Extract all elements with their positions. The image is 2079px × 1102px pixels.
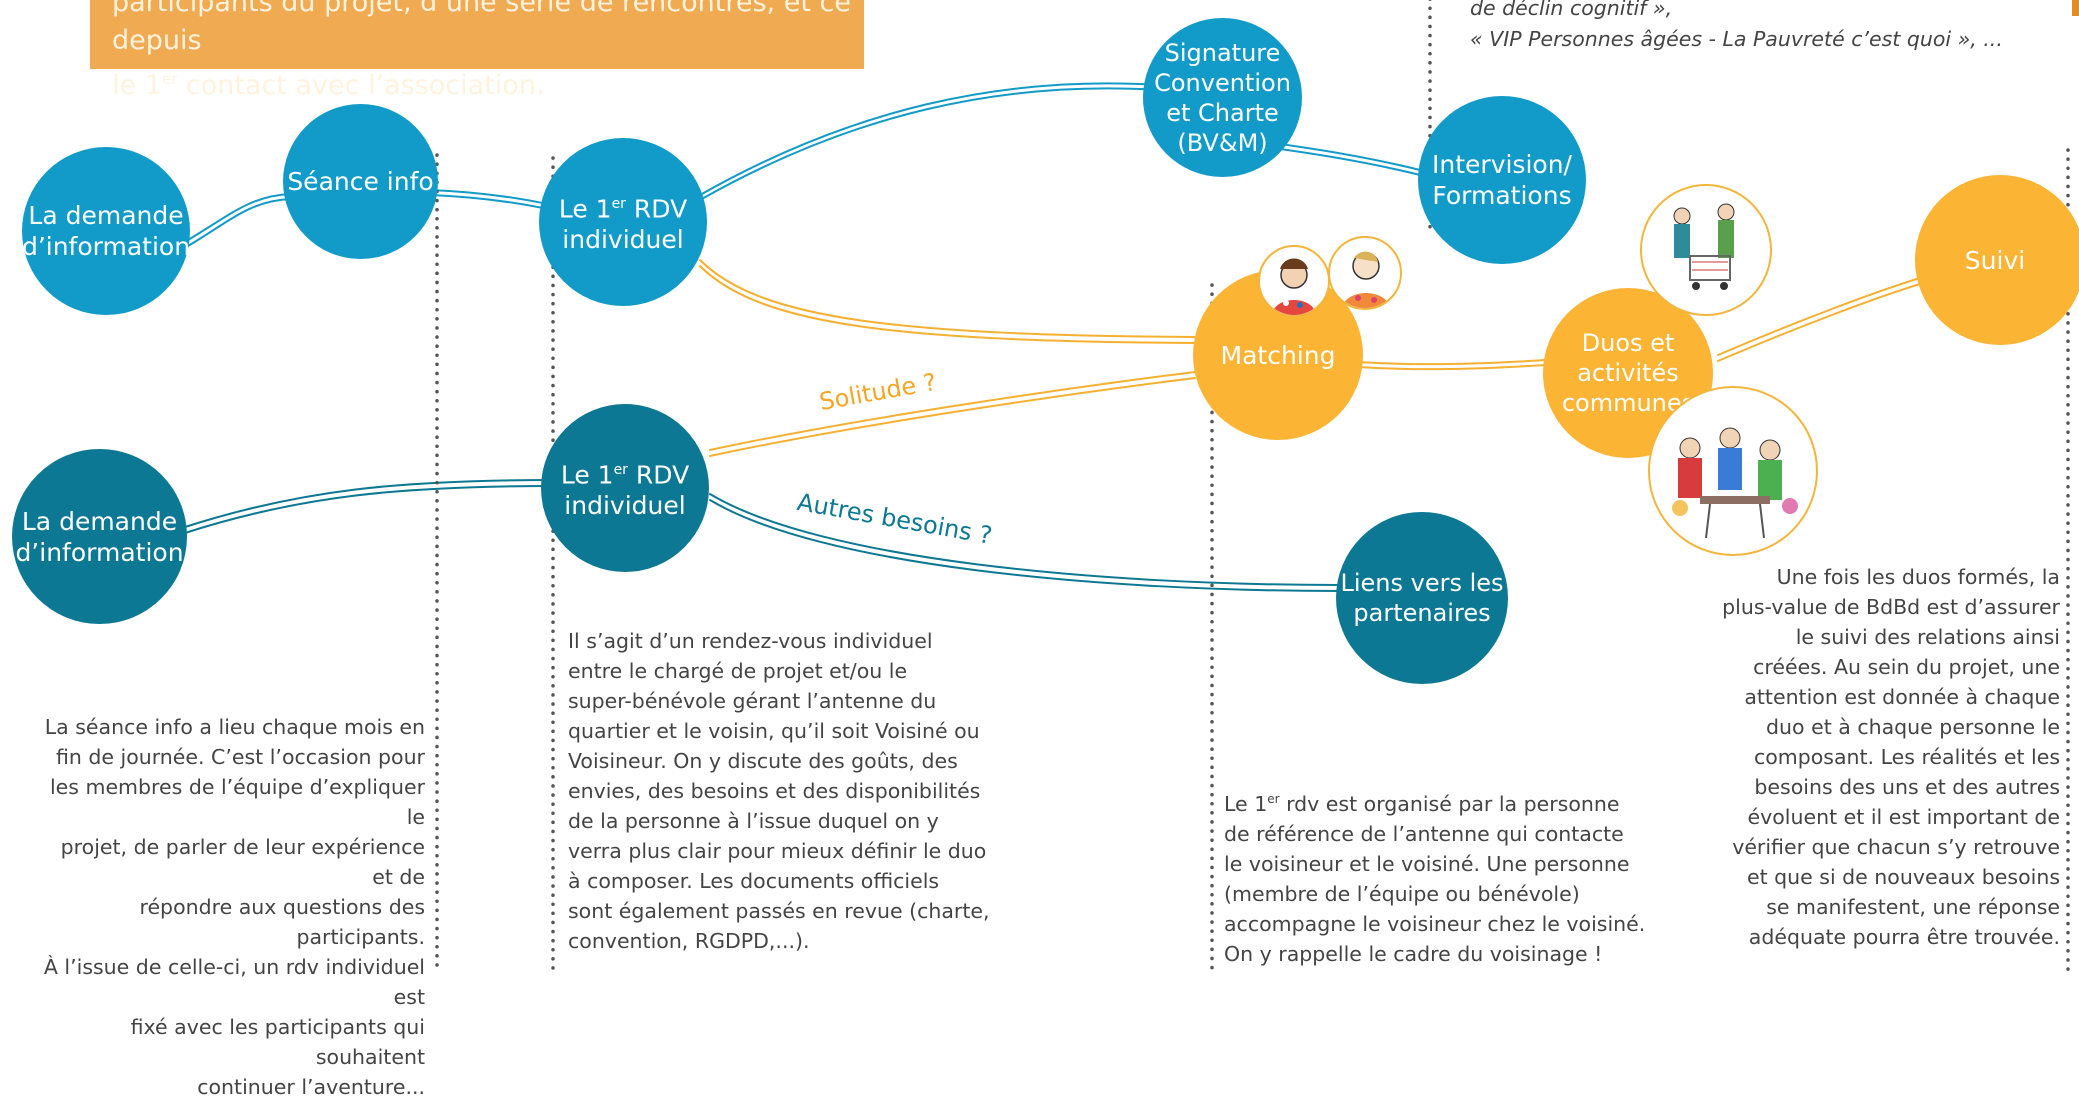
connector-lines xyxy=(184,0,2070,973)
node-matching[interactable]: Matching xyxy=(1193,270,1363,440)
intro-line-2: le 1er contact avec l’association. xyxy=(112,70,545,101)
node-signature-convention[interactable]: Signature Convention et Charte (BV&M) xyxy=(1143,18,1302,177)
page-edge-marker xyxy=(2072,0,2079,16)
node-demande-information-top[interactable]: La demande d’information xyxy=(22,147,190,315)
portrait-illustration-2 xyxy=(1328,236,1402,310)
seance-info-description: La séance info a lieu chaque mois en fin… xyxy=(43,715,425,1099)
shopping-scene-illustration xyxy=(1640,184,1772,316)
intro-text-box: participants du projet, d’une série de r… xyxy=(90,0,864,101)
node-duos-activites[interactable]: Duos et activités communes xyxy=(1543,288,1713,458)
node-seance-info[interactable]: Séance info xyxy=(283,104,438,259)
intro-line-1: participants du projet, d’une série de r… xyxy=(112,0,851,56)
premier-rdv-description: Il s’agit d’un rendez-vous individuel en… xyxy=(568,629,990,953)
node-demande-information-bottom[interactable]: La demande d’information xyxy=(12,449,187,624)
node-suivi[interactable]: Suivi xyxy=(1915,175,2079,345)
quote-line-1: de déclin cognitif », xyxy=(1470,0,1673,20)
node-intervision-formations[interactable]: Intervision/ Formations xyxy=(1418,96,1586,264)
matching-description: Le 1er rdv est organisé par la personne … xyxy=(1224,791,1646,966)
node-liens-partenaires[interactable]: Liens vers les partenaires xyxy=(1336,512,1508,684)
group-activity-illustration xyxy=(1648,386,1818,556)
quote-line-2: « VIP Personnes âgées - La Pauvreté c’es… xyxy=(1470,27,2003,51)
portrait-illustration-1 xyxy=(1258,245,1330,317)
suivi-description: Une fois les duos formés, la plus-value … xyxy=(1722,565,2060,949)
